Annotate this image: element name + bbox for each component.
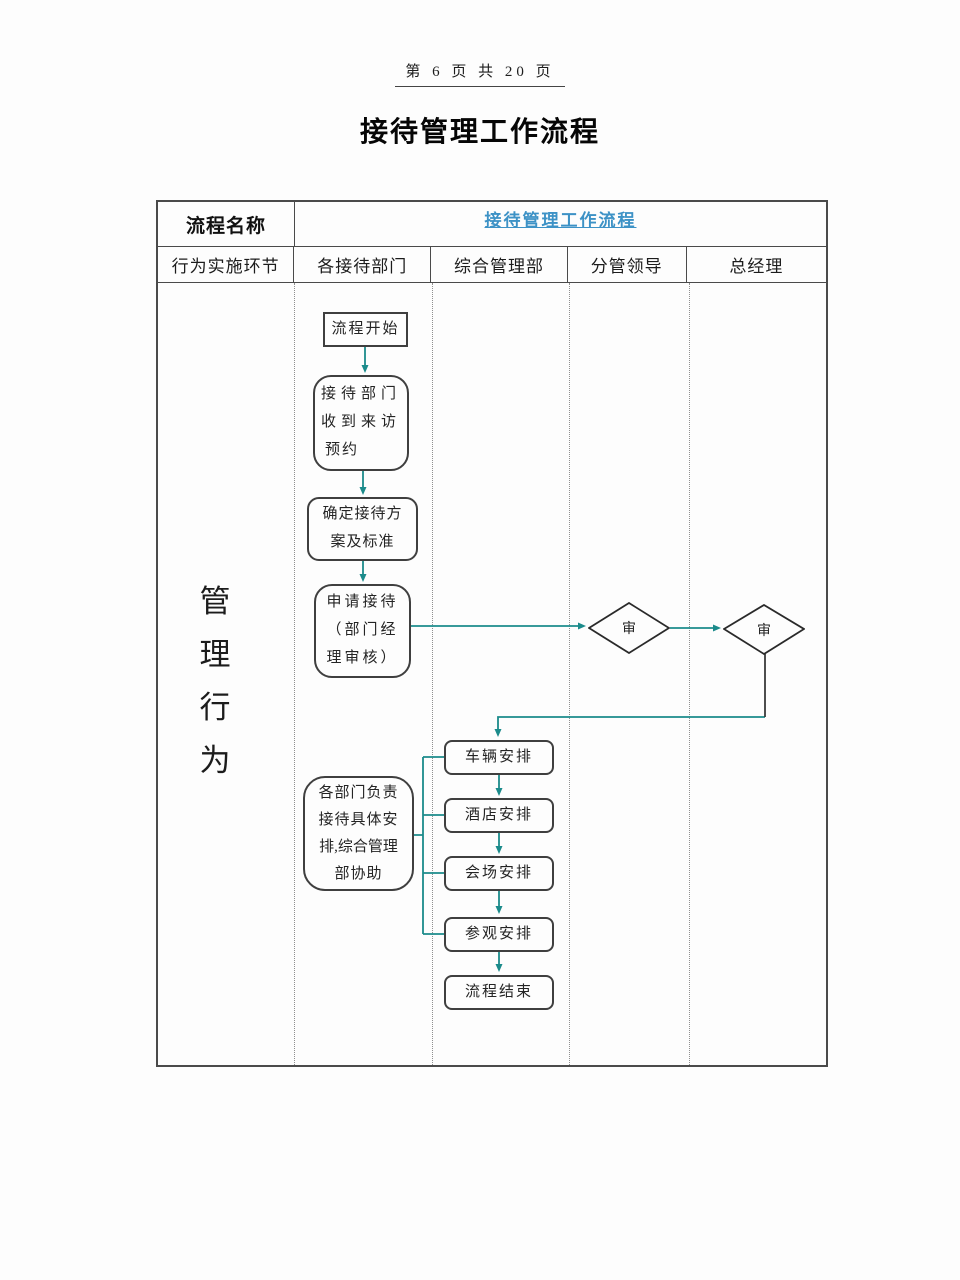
process-name-label: 流程名称 [158,202,295,246]
column-header-reception-depts: 各接待部门 [294,247,432,282]
process-title-link[interactable]: 接待管理工作流程 [484,211,637,230]
column-header-action-stage: 行为实施环节 [158,247,295,282]
process-name-cell: 接待管理工作流程 [295,202,826,246]
page-number-header: 第 6 页 共 20 页 [0,60,960,87]
column-header-general-mgmt: 综合管理部 [431,247,568,282]
column-header-leader: 分管领导 [568,247,687,282]
management-behavior-label: 管 理 行 为 [199,584,231,778]
page-number-text: 第 6 页 共 20 页 [395,60,565,87]
flowchart-table: 流程名称 接待管理工作流程 行为实施环节 各接待部门 综合管理部 分管领导 总经… [156,200,828,1067]
column-header-gm: 总经理 [729,257,784,276]
table-row-process-name: 流程名称 接待管理工作流程 [158,202,826,246]
page-title: 接待管理工作流程 [359,116,600,147]
lane-divider [569,283,570,1065]
lane-divider [432,283,433,1065]
table-body [158,282,826,1065]
table-header-row: 行为实施环节 各接待部门 综合管理部 分管领导 总经理 [158,246,826,282]
lane-divider [689,283,690,1065]
lane-divider [294,283,295,1065]
